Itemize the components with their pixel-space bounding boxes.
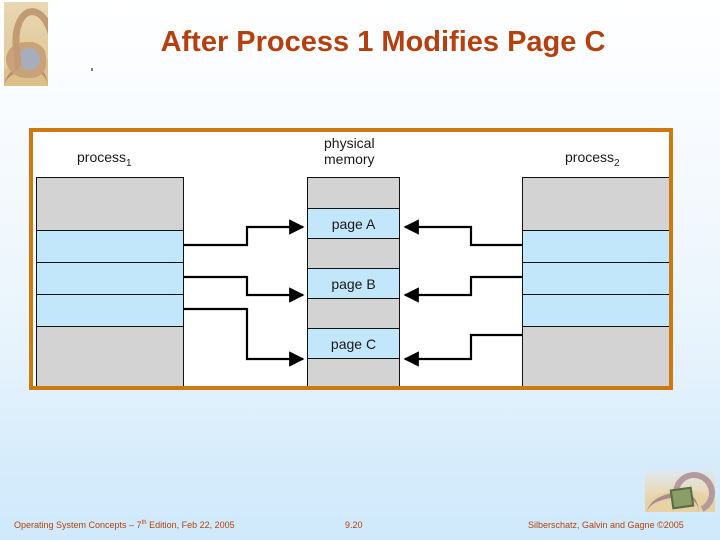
footer-copyright: Silberschatz, Galvin and Gagne ©2005 xyxy=(528,520,684,530)
process1-row-free-bottom xyxy=(37,326,183,386)
process1-heading: process1 xyxy=(77,149,132,169)
footer-citation-left: Operating System Concepts – 7th Edition,… xyxy=(14,520,235,530)
arrow-p1-to-pageB xyxy=(184,275,305,303)
process1-row-free-top xyxy=(37,178,183,230)
physical-memory-column: page A page B page C xyxy=(307,177,400,386)
physical-row-free-3 xyxy=(308,298,399,328)
physical-row-free-1 xyxy=(308,178,399,208)
arrow-p1-to-pageC xyxy=(184,307,305,367)
physical-row-free-2 xyxy=(308,238,399,268)
diagram-canvas: process1 physical memory process2 page A… xyxy=(33,132,669,386)
dinosaur-logo-icon xyxy=(4,2,48,86)
process2-row-page-b xyxy=(523,262,669,294)
process1-row-page-a xyxy=(37,230,183,262)
process1-row-page-b xyxy=(37,262,183,294)
physical-row-page-c: page C xyxy=(308,328,399,358)
process2-row-page-c xyxy=(523,294,669,326)
physical-row-page-a: page A xyxy=(308,208,399,238)
physical-row-free-4 xyxy=(308,358,399,386)
physical-memory-heading: physical xyxy=(324,135,375,151)
arrow-p2-to-pageB xyxy=(403,275,522,303)
slide-title: After Process 1 Modifies Page C xyxy=(160,26,606,58)
process2-row-page-a xyxy=(523,230,669,262)
arrow-p2-to-pageC xyxy=(403,333,522,367)
arrow-p1-to-pageA xyxy=(184,219,305,247)
process2-row-free-bottom xyxy=(523,326,669,386)
process1-row-page-c xyxy=(37,294,183,326)
process2-memory-column xyxy=(522,177,669,386)
arrow-p2-to-pageA xyxy=(403,219,522,247)
mapping-arrows-left xyxy=(184,219,522,367)
process2-row-free-top xyxy=(523,178,669,230)
process1-memory-column xyxy=(36,177,184,386)
title-bullet-dot xyxy=(91,68,93,71)
memory-sharing-diagram: process1 physical memory process2 page A… xyxy=(29,128,673,390)
process2-heading: process2 xyxy=(565,149,620,169)
dinosaur-footer-icon xyxy=(645,470,715,512)
physical-memory-heading-line2: memory xyxy=(324,151,375,167)
footer-slide-number: 9.20 xyxy=(345,520,363,530)
physical-row-page-b: page B xyxy=(308,268,399,298)
